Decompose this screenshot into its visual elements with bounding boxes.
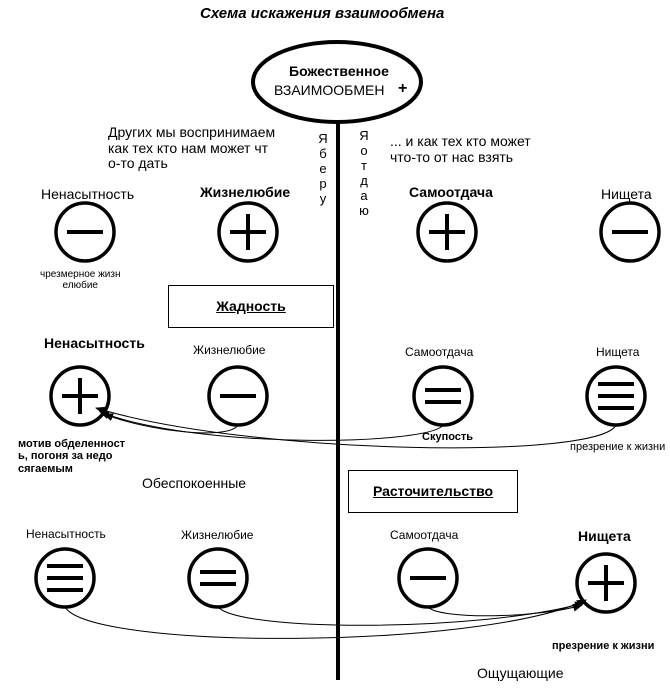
row1-self-giving-circle [416,201,478,263]
diagram-title: Схема искажения взаимообмена [200,5,445,22]
arrow-from-insatiability [64,599,587,639]
row1-self-giving-label: Самоотдача [409,184,493,200]
row2-insatiability-label: Ненасытность [44,335,145,351]
perception-right-text: ... и как тех кто может что-то от нас вз… [390,133,531,165]
row3-poverty-label: Нищета [578,528,631,544]
row2-insatiability-circle [49,365,111,427]
row2-self-giving-circle [412,365,474,427]
axis-label-i-take: Я б е р у [318,131,328,206]
arrow-from-poverty [95,406,617,449]
center-ellipse [251,40,423,124]
row1-poverty-circle [599,201,661,263]
row3-love-of-life-circle [187,547,249,609]
center-plus-sign: + [398,80,408,97]
center-title-line1: Божественное [289,63,389,79]
row2-love-of-life-circle [207,365,269,427]
row2-stinginess-label: Скупость [422,431,474,443]
row2-love-of-life-label: Жизнелюбие [193,343,266,357]
row3-self-giving-label: Самоотдача [390,528,459,542]
row2-poverty-label: Нищета [596,345,640,359]
arrow-from-love-of-life [103,413,239,434]
row2-contempt-label: презрение к жизни [570,441,666,453]
row1-love-of-life-circle [217,201,279,263]
center-title-line2: ВЗАИМООБМЕН [274,82,385,98]
row1-insatiability-circle [54,201,116,263]
arrow-from-self-giving-row3 [427,603,583,617]
row3-contempt-label: презрение к жизни [552,640,655,652]
row3-love-of-life-label: Жизнелюбие [181,528,254,542]
row2-group-label: Обеспокоенные [142,475,247,491]
row3-self-giving-circle [397,547,459,609]
row1-insatiability-label: Ненасытность [41,186,135,202]
greed-box: Жадность [168,285,334,328]
perception-left-text: Других мы воспринимаем как тех кто нам м… [108,124,276,172]
row3-insatiability-label: Ненасытность [26,527,106,541]
row3-group-label: Ощущающие [477,665,564,681]
row1-poverty-label: Нищета [601,186,652,202]
row1-love-of-life-label: Жизнелюбие [200,184,291,200]
row2-self-giving-label: Самоотдача [405,345,474,359]
waste-box-label: Расточительство [372,483,494,499]
row2-poverty-circle [585,365,647,427]
row3-poverty-circle [575,552,637,614]
row3-insatiability-circle [34,547,96,609]
waste-box: Расточительство [348,470,518,513]
row2-motive-text: мотив обделенност ь, погоня за недо сяга… [18,438,126,475]
axis-label-i-give: Я о т д а ю [359,128,369,218]
row1-excess-note: чрезмерное жизн елюбие [40,269,121,292]
greed-box-label: Жадность [216,298,286,314]
arrow-from-self-giving [99,411,444,441]
